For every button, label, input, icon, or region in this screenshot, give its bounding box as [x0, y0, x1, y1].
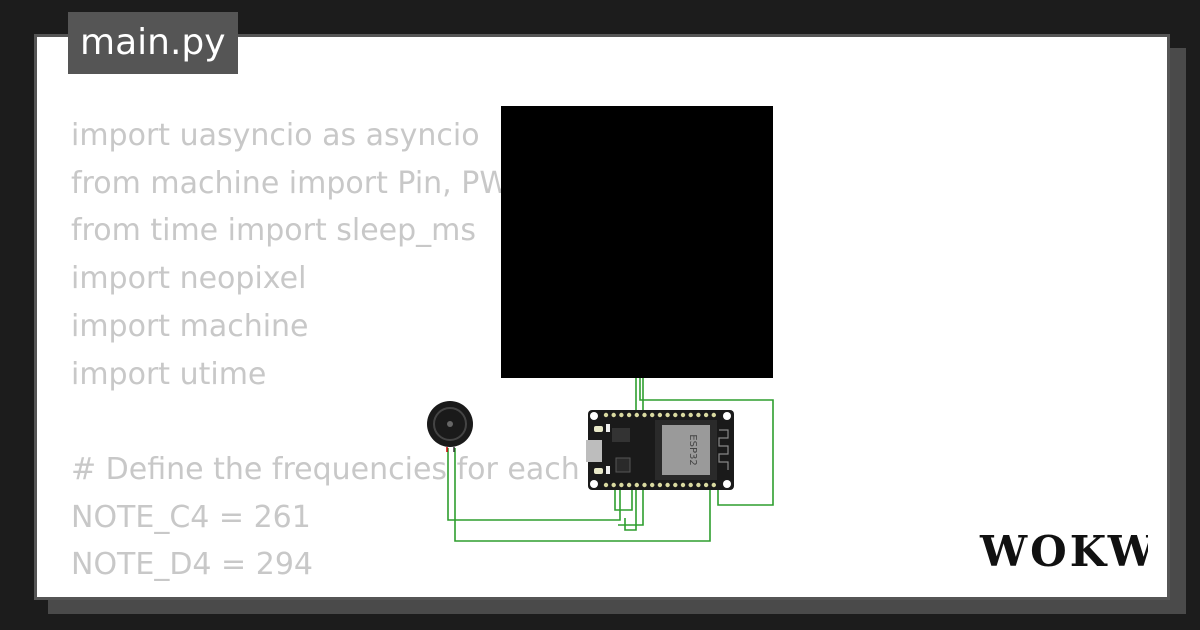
wire-buzzer-signal [447, 448, 621, 521]
code-line: NOTE_D4 = 294 [71, 547, 313, 583]
wokwi-logo: WOKWi [978, 524, 1173, 576]
esp32-chip [662, 425, 710, 475]
button-boot [606, 466, 610, 474]
header-pin[interactable] [711, 482, 716, 488]
mount-hole-br [723, 480, 731, 488]
code-line: import neopixel [71, 261, 307, 297]
header-pin[interactable] [650, 412, 655, 418]
header-pin[interactable] [703, 412, 709, 418]
wire-buzzer-ground [454, 448, 711, 542]
header-pin[interactable] [642, 482, 647, 488]
antenna-trace [718, 429, 729, 470]
usb-port [586, 440, 602, 462]
mount-hole-bl [590, 480, 598, 488]
header-pin[interactable] [611, 412, 616, 418]
header-pin[interactable] [626, 412, 632, 418]
buzzer-ring [433, 407, 467, 441]
svg-text:WOKWi: WOKWi [979, 527, 1148, 576]
code-line: NOTE_C4 = 261 [71, 499, 311, 535]
header-pin[interactable] [673, 482, 678, 488]
wokwi-logo-mark: WOKWi [979, 527, 1173, 576]
regulator [612, 428, 630, 442]
header-pin[interactable] [688, 482, 693, 488]
header-pin[interactable] [634, 412, 639, 418]
header-pin[interactable] [603, 482, 609, 488]
header-pin[interactable] [680, 412, 686, 418]
led-2 [594, 468, 603, 474]
header-pin[interactable] [611, 482, 616, 488]
buzzer-center [447, 421, 453, 427]
header-pin[interactable] [673, 412, 678, 418]
header-pin[interactable] [657, 412, 663, 418]
led-1 [594, 426, 603, 432]
code-line: import uasyncio as asyncio [71, 118, 480, 153]
header-pin[interactable] [650, 482, 655, 488]
chip-label: ESP32 [687, 434, 698, 465]
file-tab[interactable]: main.py [68, 12, 238, 74]
mount-hole-tl [590, 412, 598, 420]
esp32-board[interactable]: ESP32 [586, 410, 734, 490]
header-pin[interactable] [696, 482, 701, 488]
header-pin[interactable] [626, 482, 632, 488]
pin-header-bottom [603, 482, 716, 488]
header-pin[interactable] [711, 412, 716, 418]
buzzer[interactable] [427, 401, 473, 452]
code-line: import machine [71, 308, 309, 344]
header-pin[interactable] [603, 412, 609, 418]
header-pin[interactable] [696, 412, 701, 418]
header-pin[interactable] [665, 412, 670, 418]
wire-board-extra [614, 488, 633, 511]
header-pin[interactable] [619, 412, 624, 418]
code-line: from time import sleep_ms [71, 213, 477, 249]
mount-hole-tr [723, 412, 731, 420]
wire-display-power [639, 378, 774, 506]
header-pin[interactable] [642, 412, 647, 418]
usb-chip [615, 457, 631, 473]
button-en [606, 424, 610, 432]
header-pin[interactable] [680, 482, 686, 488]
header-pin[interactable] [619, 482, 624, 488]
header-pin[interactable] [665, 482, 670, 488]
code-line: import utime [71, 356, 267, 392]
code-line: NOTE_E4 = 329 [71, 589, 728, 597]
header-pin[interactable] [703, 482, 709, 488]
header-pin[interactable] [634, 482, 639, 488]
neopixel-matrix[interactable] [501, 106, 773, 378]
header-pin[interactable] [657, 482, 663, 488]
header-pin[interactable] [688, 412, 693, 418]
pin-header-top [603, 412, 716, 418]
